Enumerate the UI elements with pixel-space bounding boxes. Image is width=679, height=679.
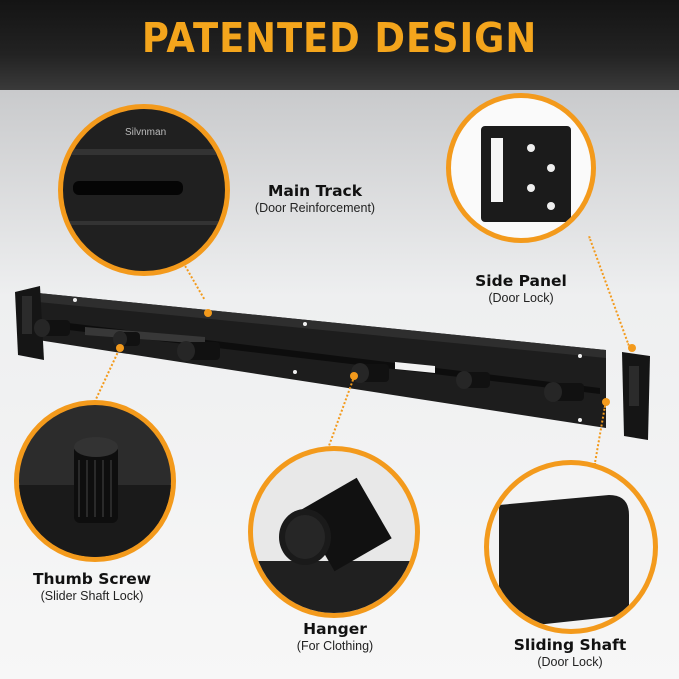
side-panel-subtitle: (Door Lock) bbox=[488, 291, 554, 305]
hanger-title: Hanger bbox=[303, 620, 367, 638]
side-panel-title: Side Panel bbox=[475, 272, 567, 290]
main-track-title: Main Track bbox=[267, 182, 363, 200]
main-track-label: Main Track (Door Reinforcement) bbox=[230, 182, 400, 215]
sliding-shaft-label: Sliding Shaft (Door Lock) bbox=[500, 636, 640, 669]
main-track-zoom: Silvnman bbox=[58, 104, 230, 276]
side-panel-detail bbox=[481, 126, 571, 222]
main-track-dot bbox=[204, 309, 212, 317]
main-track-detail: Silvnman bbox=[63, 127, 225, 225]
brand-mark: Silvnman bbox=[125, 127, 166, 138]
headline: PATENTED DESIGN bbox=[141, 14, 538, 62]
sliding-shaft-title: Sliding Shaft bbox=[513, 636, 627, 654]
side-panel-label: Side Panel (Door Lock) bbox=[456, 272, 586, 305]
dark-background bbox=[0, 0, 679, 90]
hanger-label: Hanger (For Clothing) bbox=[270, 620, 400, 653]
sliding-shaft-detail bbox=[499, 495, 629, 629]
sliding-shaft-zoom bbox=[484, 460, 658, 634]
thumb-screw-label: Thumb Screw (Slider Shaft Lock) bbox=[22, 570, 162, 603]
hanger-detail bbox=[253, 477, 415, 613]
hanger-dot bbox=[350, 372, 358, 380]
main-track-subtitle: (Door Reinforcement) bbox=[254, 201, 376, 215]
thumb-screw-title: Thumb Screw bbox=[32, 570, 152, 588]
hanger-subtitle: (For Clothing) bbox=[296, 639, 374, 653]
hanger-knobs bbox=[34, 319, 584, 402]
side-panel-dot bbox=[628, 344, 636, 352]
thumb-screw-subtitle: (Slider Shaft Lock) bbox=[40, 589, 144, 603]
thumb-screw-zoom bbox=[14, 400, 176, 562]
side-panel-zoom bbox=[446, 93, 596, 243]
hanger-zoom bbox=[248, 446, 420, 618]
thumb-screw-detail bbox=[19, 437, 171, 557]
sliding-shaft-subtitle: (Door Lock) bbox=[537, 655, 603, 669]
thumb-screw-dot bbox=[116, 344, 124, 352]
sliding-shaft-dot bbox=[602, 398, 610, 406]
